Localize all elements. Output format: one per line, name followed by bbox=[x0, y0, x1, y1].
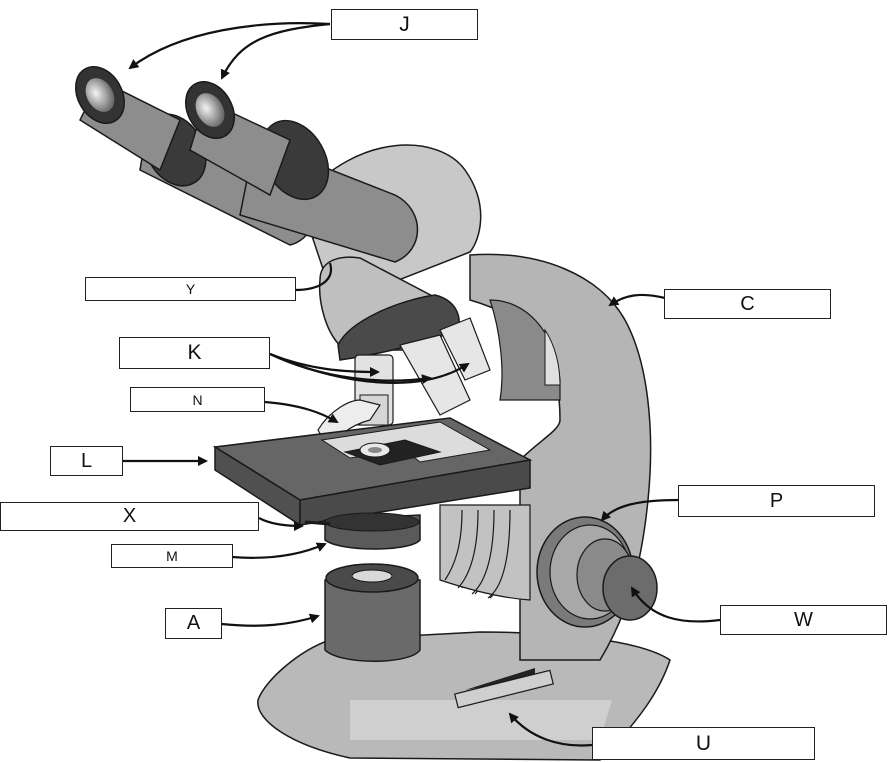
label-W: W bbox=[720, 605, 887, 635]
label-Y: Y bbox=[85, 277, 296, 301]
mechanical-stage bbox=[212, 417, 533, 527]
eyepiece-right bbox=[185, 81, 419, 263]
label-N: N bbox=[130, 387, 265, 412]
label-M: M bbox=[111, 544, 233, 568]
label-K: K bbox=[119, 337, 270, 369]
label-U: U bbox=[592, 727, 815, 760]
label-A: A bbox=[165, 608, 222, 639]
light-intensity-control bbox=[454, 668, 554, 709]
label-J: J bbox=[331, 9, 478, 40]
illuminator bbox=[324, 563, 421, 662]
label-X: X bbox=[0, 502, 259, 531]
leader-lines bbox=[122, 22, 721, 747]
label-C: C bbox=[664, 289, 831, 319]
label-P: P bbox=[678, 485, 875, 517]
condenser bbox=[304, 512, 421, 550]
focus-knobs bbox=[536, 516, 658, 628]
revolving-nosepiece bbox=[337, 294, 460, 361]
label-L: L bbox=[50, 446, 123, 476]
